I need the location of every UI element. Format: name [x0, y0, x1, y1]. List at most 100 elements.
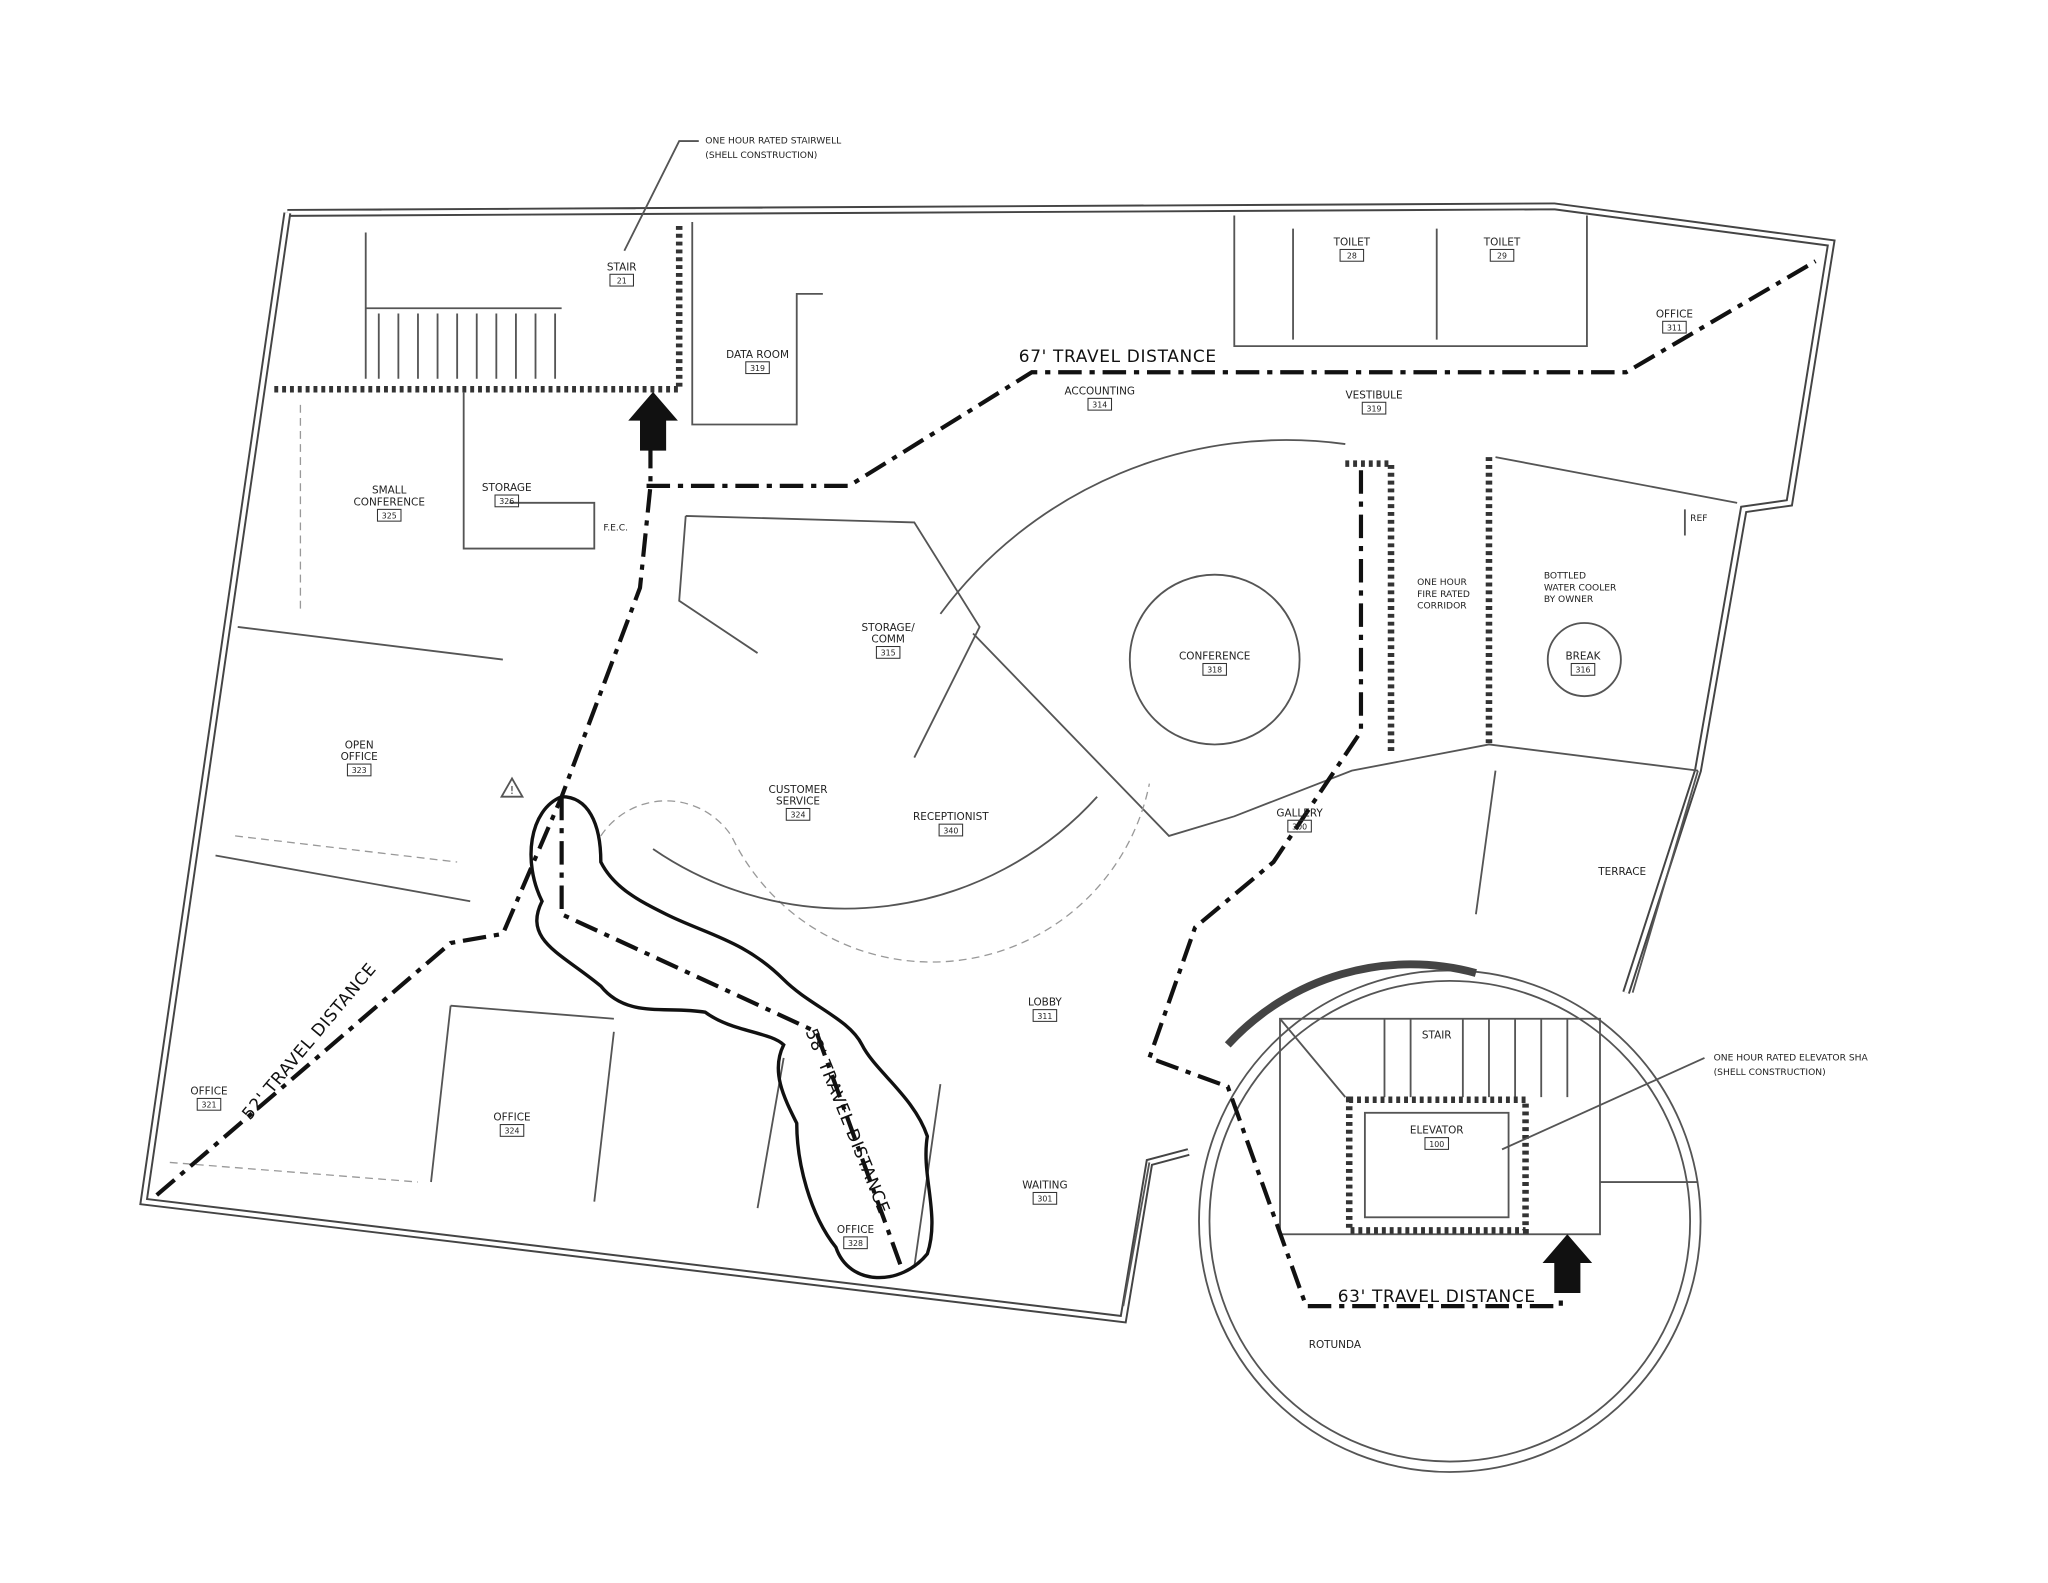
room-number: 319: [1367, 404, 1382, 413]
room-number: 315: [881, 649, 896, 658]
room-name: TOILET: [1483, 237, 1521, 249]
travel-path-67: [646, 259, 1817, 488]
room-number-box: [745, 361, 770, 375]
room-name: GALLERY: [1276, 807, 1323, 819]
room-number-box: [1087, 397, 1113, 411]
room-number: 100: [1429, 1140, 1444, 1149]
room-name: LOBBY: [1028, 997, 1062, 1009]
room-number: 316: [1576, 666, 1591, 675]
note-corridor-1: ONE HOUR: [1417, 578, 1467, 588]
room-number: 340: [943, 826, 958, 835]
travel-path-58: [559, 796, 904, 1268]
travel-label-52: 52' TRAVEL DISTANCE: [238, 959, 381, 1124]
room-label: ACCOUNTING 314: [1064, 385, 1135, 411]
note-corridor-3: CORRIDOR: [1417, 602, 1467, 612]
revision-triangle-icon: [499, 776, 525, 798]
room-number-box: [346, 763, 372, 777]
room-label: CONFERENCE 318: [1179, 651, 1250, 676]
room-label: OFFICE 324: [493, 1112, 531, 1137]
revision-cloud: [529, 795, 934, 1280]
room-name: OFFICE: [1656, 308, 1693, 320]
room-number-box: [875, 645, 901, 659]
room-label: TERRACE: [1597, 866, 1646, 878]
room-name: TERRACE: [1597, 866, 1646, 878]
room-label: STAIR: [1422, 1029, 1452, 1041]
room-name: OFFICE: [493, 1112, 530, 1124]
room-label: OFFICE 321: [190, 1086, 228, 1111]
room-number: 319: [750, 364, 765, 373]
room-number: 326: [499, 497, 514, 506]
room-label: RECEPTIONIST 340: [913, 811, 989, 837]
note-stairwell-2: (SHELL CONSTRUCTION): [705, 151, 817, 161]
room-name: RECEPTIONIST: [913, 811, 989, 823]
room-name: OFFICE: [190, 1086, 227, 1098]
room-number-box: [1361, 401, 1387, 415]
travel-path-52: [155, 431, 653, 1197]
room-label: WAITING 301: [1022, 1180, 1068, 1205]
note-elevator-2: (SHELL CONSTRUCTION): [1714, 1068, 1826, 1078]
room-name: BREAK: [1566, 651, 1602, 663]
room-number: 29: [1497, 252, 1507, 261]
revision-marker: !: [510, 785, 514, 797]
room-label: ELEVATOR 100: [1410, 1125, 1464, 1150]
room-name: CONFERENCE: [354, 496, 425, 508]
note-cooler-2: WATER COOLER: [1544, 583, 1617, 593]
room-name: OFFICE: [341, 751, 378, 763]
room-number-box: [1202, 662, 1227, 676]
note-stairwell-1: ONE HOUR RATED STAIRWELL: [705, 137, 842, 147]
travel-label-63: 63' TRAVEL DISTANCE: [1338, 1287, 1536, 1307]
room-name: WAITING: [1022, 1180, 1067, 1192]
room-name: SMALL: [372, 485, 407, 497]
stair-treads: [377, 313, 557, 379]
room-number: 324: [505, 1127, 520, 1136]
room-number: 301: [1037, 1195, 1052, 1204]
room-name: VESTIBULE: [1346, 389, 1403, 401]
room-number-box: [494, 494, 520, 508]
travel-path-63: [1146, 470, 1563, 1309]
elevator-leader: [1501, 1057, 1705, 1151]
room-number: 318: [1207, 666, 1222, 675]
room-number-box: [1339, 248, 1365, 262]
room-number-box: [609, 273, 634, 287]
room-number-box: [1489, 248, 1515, 262]
room-name: OFFICE: [837, 1224, 874, 1236]
note-corridor-2: FIRE RATED: [1417, 590, 1470, 600]
egress-paths: [155, 259, 1817, 1309]
room-number: 323: [352, 766, 367, 775]
interior-walls: [169, 215, 1738, 1307]
exit-arrow-elevator-icon: [1542, 1234, 1593, 1294]
room-name: ROTUNDA: [1309, 1339, 1362, 1351]
room-name: ACCOUNTING: [1064, 385, 1135, 397]
room-number-box: [938, 823, 964, 837]
room-number: 28: [1347, 252, 1357, 261]
room-name: OPEN: [345, 739, 374, 751]
note-cooler-1: BOTTLED: [1544, 572, 1586, 582]
room-number: 325: [382, 512, 397, 521]
room-name: ELEVATOR: [1410, 1125, 1464, 1137]
room-name: CUSTOMER: [769, 784, 828, 796]
room-label: DATA ROOM 319: [726, 349, 789, 375]
room-name: STAIR: [607, 261, 637, 273]
room-number: 321: [202, 1101, 217, 1110]
room-number: 21: [617, 276, 627, 285]
room-number: 324: [791, 811, 806, 820]
room-number: 314: [1092, 401, 1107, 410]
room-label: STAIR 21: [607, 261, 637, 287]
room-number-box: [1032, 1191, 1058, 1205]
room-number-box: [376, 508, 402, 522]
room-name: CONFERENCE: [1179, 651, 1250, 663]
room-number: 328: [848, 1239, 863, 1248]
room-number-box: [785, 807, 811, 821]
room-label: VESTIBULE 319: [1346, 389, 1403, 415]
room-name: DATA ROOM: [726, 349, 789, 361]
